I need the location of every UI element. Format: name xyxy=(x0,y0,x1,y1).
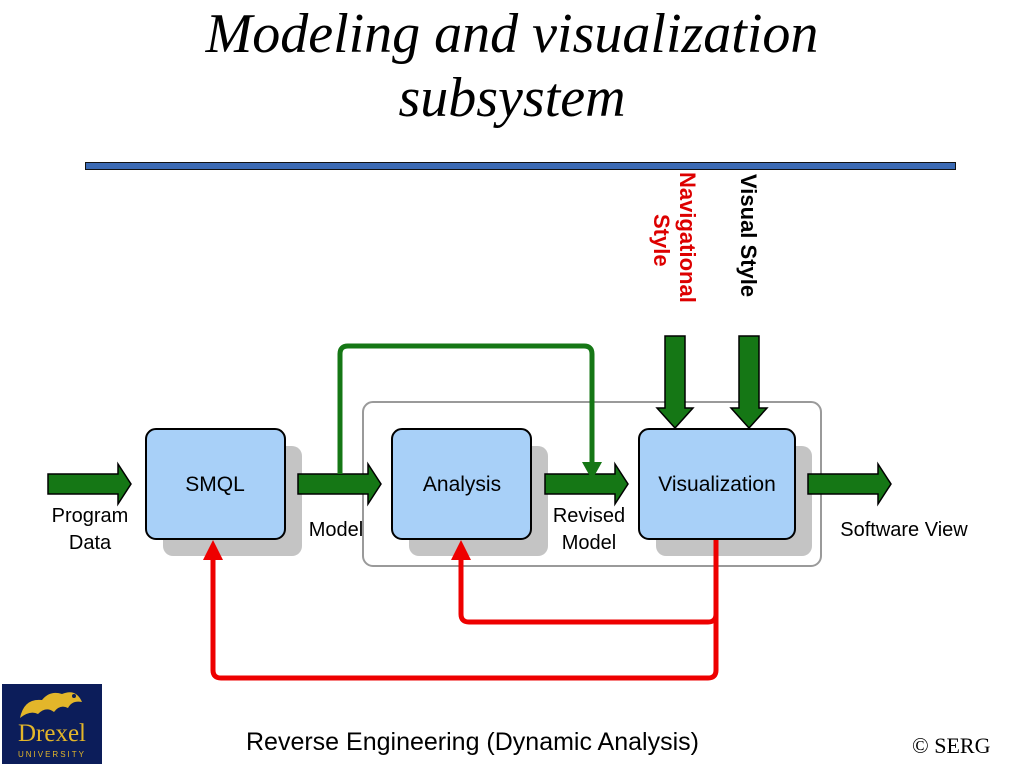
revised-model-label-line2: Model xyxy=(562,532,616,554)
navigational-style-label-line1: Navigational xyxy=(675,172,700,303)
software-view-arrow xyxy=(807,461,892,507)
analysis-box xyxy=(391,428,532,540)
revised-model-label-line1: Revised xyxy=(553,505,625,527)
title-line-2: subsystem xyxy=(398,67,626,129)
smql-label: SMQL xyxy=(185,473,245,496)
navigational-style-label-line2: Style xyxy=(649,214,674,267)
feedback-to-analysis-arrowhead xyxy=(451,540,471,560)
navigational-style-arrow xyxy=(655,335,695,430)
drexel-logo: Drexel UNIVERSITY xyxy=(2,684,102,764)
navigational-style-label: Navigational Style xyxy=(649,172,700,303)
visual-style-label-text: Visual Style xyxy=(736,174,761,297)
footer-text: Reverse Engineering (Dynamic Analysis) xyxy=(246,728,699,756)
drexel-subtitle: UNIVERSITY xyxy=(17,750,86,759)
revised-model-arrow xyxy=(544,461,629,507)
model-arrow xyxy=(297,461,382,507)
model-bypass-line xyxy=(337,343,595,474)
model-bypass-arrowhead xyxy=(582,462,602,480)
title-divider xyxy=(85,162,956,170)
analysis-label: Analysis xyxy=(423,473,501,496)
program-data-label-line2: Data xyxy=(69,532,112,554)
program-data-label-line1: Program xyxy=(52,505,129,527)
dragon-icon xyxy=(20,692,82,718)
feedback-to-analysis-line xyxy=(458,556,719,625)
visual-style-label: Visual Style xyxy=(736,174,761,297)
software-view-label: Software View xyxy=(840,519,968,541)
program-data-arrow xyxy=(47,461,132,507)
feedback-to-smql-arrowhead xyxy=(203,540,223,560)
visual-style-arrow xyxy=(729,335,769,430)
title-line-1: Modeling and visualization xyxy=(205,3,819,65)
drexel-wordmark: Drexel xyxy=(17,720,87,747)
visualization-label: Visualization xyxy=(658,473,776,496)
model-label: Model xyxy=(309,519,363,541)
copyright-text: © SERG xyxy=(912,733,991,758)
smql-box xyxy=(145,428,286,540)
visualization-box xyxy=(638,428,796,540)
feedback-to-smql-line xyxy=(210,540,719,681)
slide-title: Modeling and visualization subsystem xyxy=(0,2,1024,130)
